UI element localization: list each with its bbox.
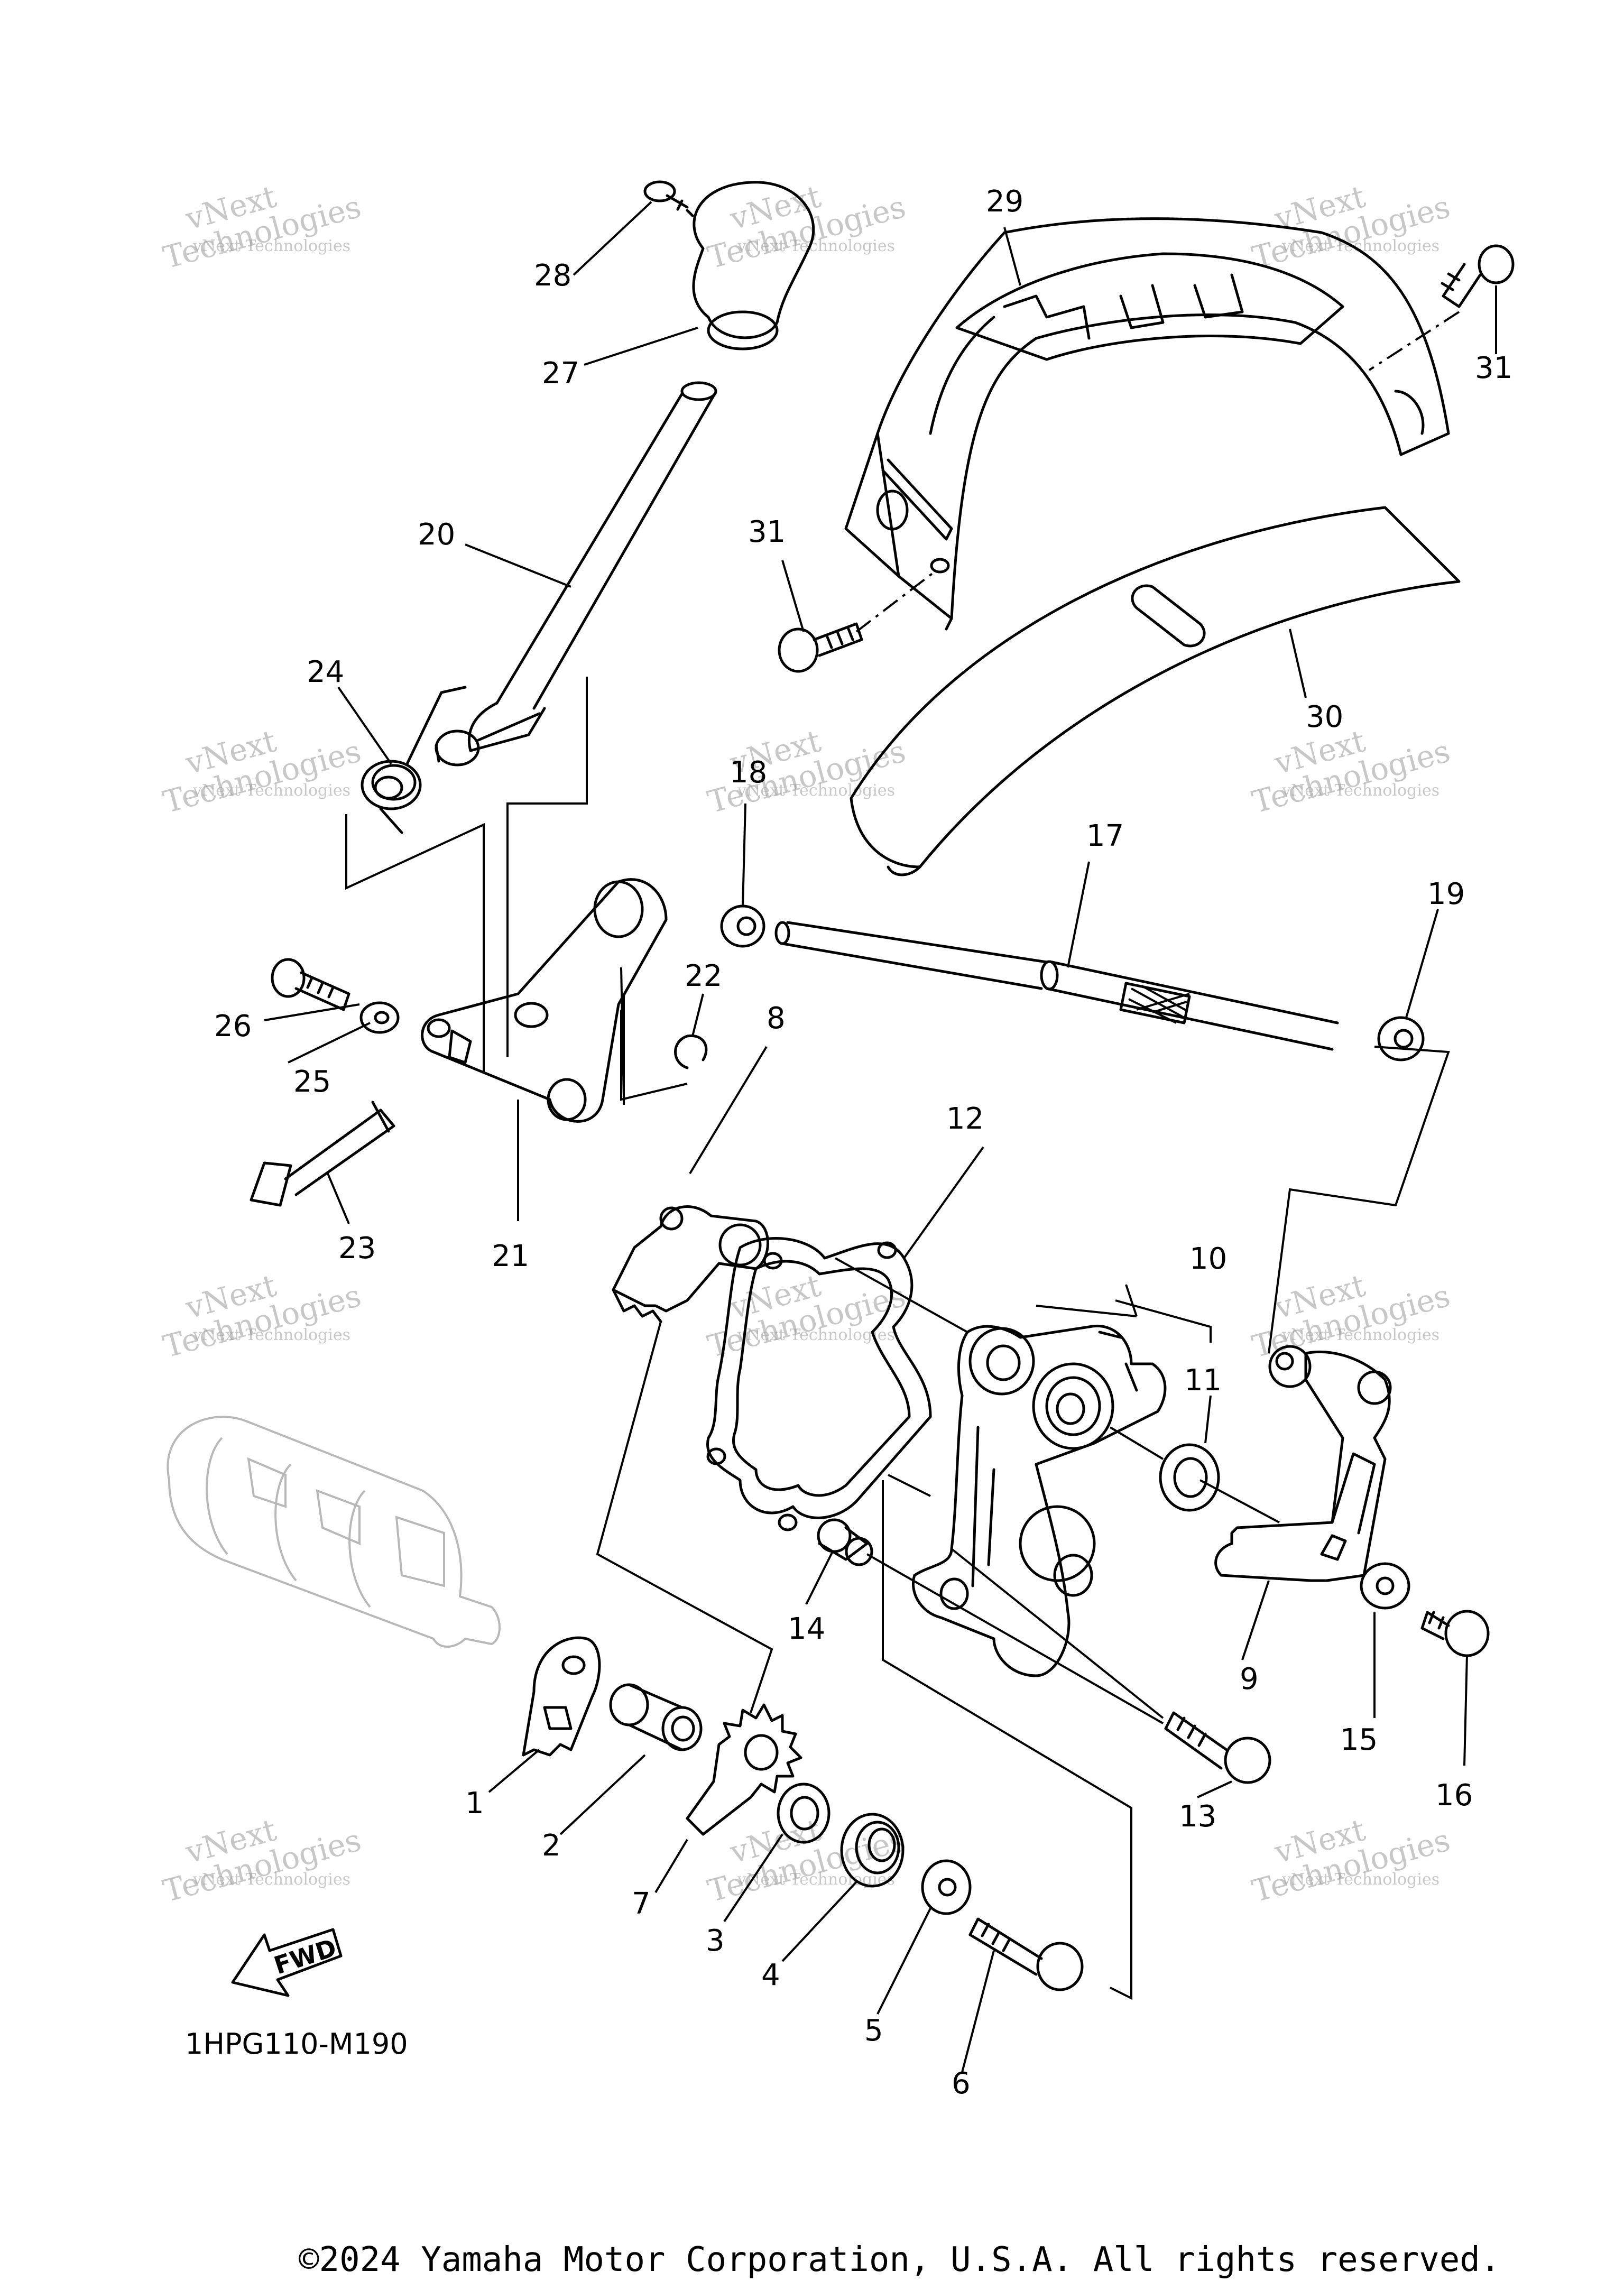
callout-31: 31 [1475,351,1512,385]
part-9-shift-lever [1214,1345,1392,1582]
callout-11: 11 [1184,1363,1222,1398]
part-2-collar [609,1683,703,1751]
callout-25: 25 [293,1065,331,1099]
watermark-caption: vNext Technologies [1281,1326,1440,1344]
part-20-shift-lever [435,381,717,767]
watermark-caption: vNext Technologies [737,781,895,800]
part-8-shift-shaft [612,1205,769,1323]
callout-4: 4 [761,1958,780,1992]
callout-28: 28 [534,258,571,293]
part-10-shift-housing [911,1325,1167,1677]
fwd-arrow-icon: FWD [231,1928,343,1997]
callout-17: 17 [1086,819,1124,853]
assembly-lines [596,1046,1450,2000]
callout-27: 27 [542,356,579,391]
part-4-spring [840,1813,905,1888]
part-31-bolt-left [778,570,937,673]
part-5-washer [921,1859,972,1915]
callout-15: 15 [1340,1723,1378,1757]
callout-13: 13 [1179,1799,1216,1834]
watermark-caption: vNext Technologies [737,1326,895,1344]
part-28-screw [643,180,694,217]
callout-8: 8 [767,1001,786,1036]
callout-23: 23 [338,1231,376,1266]
part-30-cover-panel [850,506,1461,876]
part-22-circlip [674,1034,708,1069]
callout-2: 2 [542,1829,561,1863]
watermark-caption: vNext Technologies [192,1326,350,1344]
part-3-washer [777,1783,831,1844]
part-20-assembly-outline [345,677,588,1073]
callout-26: 26 [214,1009,252,1044]
callout-21: 21 [492,1239,529,1273]
part-1-stopper-guide [522,1636,601,1757]
part-11-oil-seal [1159,1443,1220,1512]
callout-3: 3 [706,1924,725,1958]
callout-30: 30 [1306,700,1343,734]
watermark-caption: vNext Technologies [192,237,350,255]
watermark-caption: vNext Technologies [1281,781,1440,800]
callout-10: 10 [1189,1242,1227,1276]
watermark-caption: vNext Technologies [192,1870,350,1889]
part-19-nut [1377,1016,1425,1061]
watermark-caption: vNext Technologies [1281,1870,1440,1889]
part-13-bolt [1164,1711,1271,1784]
part-6-bolt [968,1917,1084,1991]
callout-20: 20 [418,518,455,552]
part-23-pivot-bolt [250,1101,395,1207]
part-18-nut [720,904,765,948]
diagram-code: 1HPG110-M190 [185,2027,408,2061]
watermark-caption: vNext Technologies [737,237,895,255]
callout-19: 19 [1427,877,1465,911]
part-7-stopper-star [686,1703,802,1836]
part-shift-drum-reference [167,1416,501,1648]
callout-9: 9 [1240,1662,1259,1696]
callout-18: 18 [730,755,767,790]
part-27-shift-knob [692,181,815,350]
part-14-collar [817,1518,873,1566]
part-26-bolt [271,958,350,1011]
callout-7: 7 [632,1887,651,1921]
part-15-washer [1360,1562,1410,1610]
copyright-notice: ©2024 Yamaha Motor Corporation, U.S.A. A… [299,2240,1501,2279]
part-17-shift-rod [774,921,1339,1051]
callout-numbers: 28 27 20 24 29 31 31 30 18 17 19 22 8 26… [214,184,1512,2101]
part-21-shift-arm [421,878,688,1123]
callout-29: 29 [986,184,1023,219]
watermark-caption: vNext Technologies [192,781,350,800]
callout-24: 24 [307,655,344,689]
part-29-shift-gate-cover [844,217,1450,631]
part-16-bolt [1420,1610,1490,1657]
callout-5: 5 [864,2014,883,2048]
callout-14: 14 [788,1612,825,1646]
callout-16: 16 [1435,1778,1473,1813]
part-25-washer [359,1001,400,1034]
callout-12: 12 [946,1102,984,1136]
leader-lines [264,201,1497,2073]
part-12-gasket [706,1237,932,1531]
callout-22: 22 [685,959,722,993]
part-24-return-spring [361,686,467,834]
callout-6: 6 [952,2066,971,2101]
callout-31: 31 [748,515,786,549]
callout-1: 1 [465,1786,484,1821]
part-31-bolt-right [1368,244,1515,371]
